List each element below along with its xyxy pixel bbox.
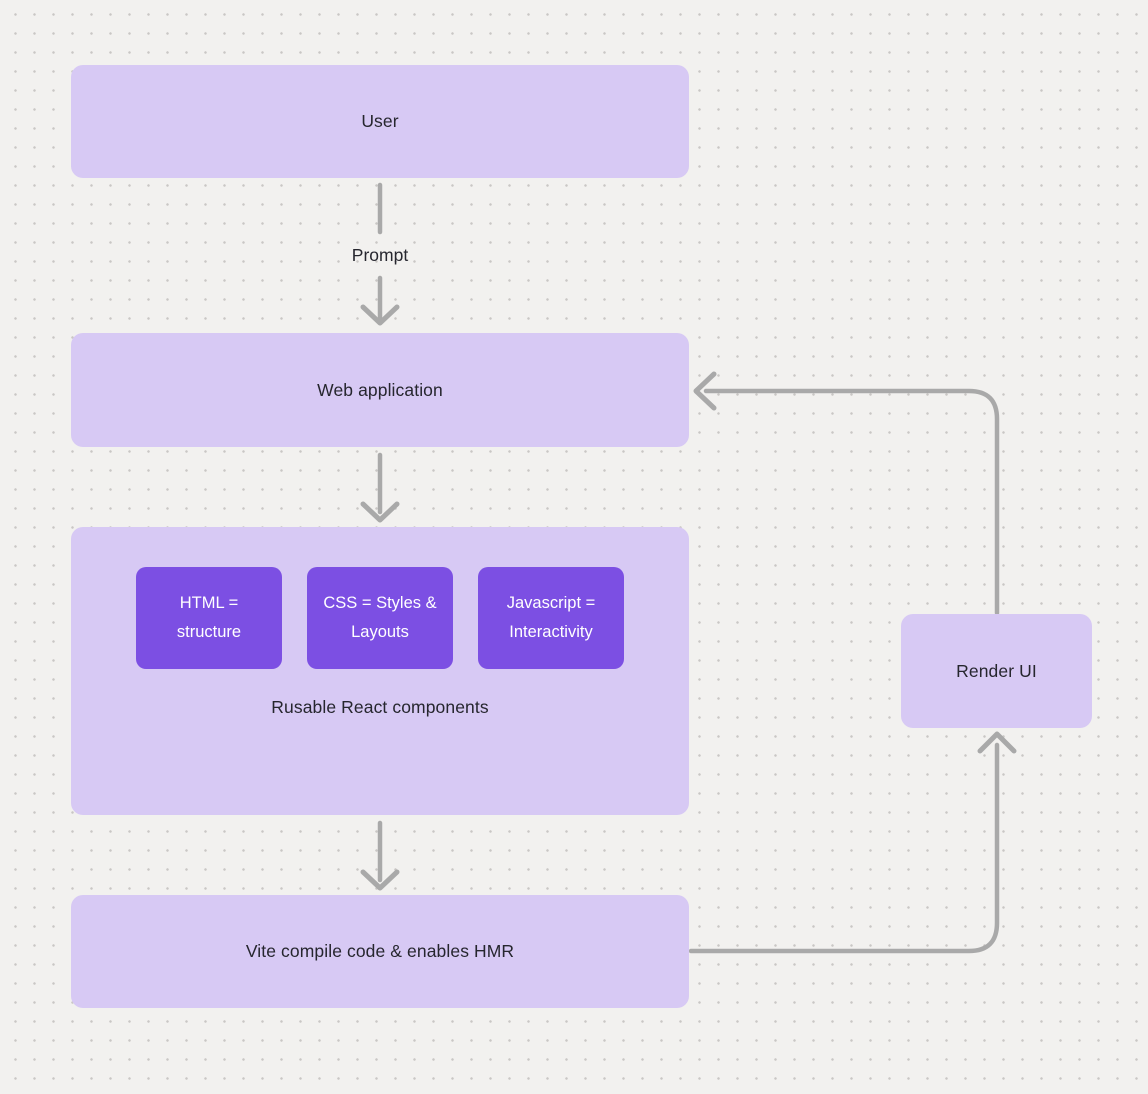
edge-label-prompt: Prompt — [351, 245, 409, 265]
arrow-renderui-to-webapp-shaft — [703, 388, 1000, 616]
node-css-label: CSS = Styles & Layouts — [323, 594, 437, 641]
node-user-label: User — [361, 111, 399, 131]
node-html-label: HTML = structure — [176, 594, 242, 641]
arrow-vite-to-renderui-head — [977, 731, 1017, 754]
node-html[interactable]: HTML = structure — [136, 567, 282, 669]
node-components-container[interactable]: HTML = structure CSS = Styles & Layouts … — [71, 527, 689, 815]
node-render-ui[interactable]: Render UI — [901, 614, 1092, 728]
node-css[interactable]: CSS = Styles & Layouts — [307, 567, 453, 669]
arrow-vite-to-renderui-shaft — [688, 742, 1000, 954]
node-render-ui-label: Render UI — [956, 660, 1037, 681]
node-components-caption: Rusable React components — [271, 697, 489, 717]
arrow-user-to-webapp-head — [360, 304, 400, 326]
arrow-webapp-to-components-head — [360, 501, 400, 523]
node-vite-label: Vite compile code & enables HMR — [245, 941, 515, 961]
node-vite[interactable]: Vite compile code & enables HMR — [71, 895, 689, 1008]
arrow-renderui-to-webapp-head — [693, 371, 717, 411]
node-web-application-label: Web application — [317, 379, 443, 400]
arrow-components-to-vite-head — [360, 869, 400, 891]
node-web-application[interactable]: Web application — [71, 333, 689, 447]
node-javascript-label: Javascript = Interactivity — [506, 594, 596, 641]
node-javascript[interactable]: Javascript = Interactivity — [478, 567, 624, 669]
node-user[interactable]: User — [71, 65, 689, 178]
components-chip-row: HTML = structure CSS = Styles & Layouts … — [136, 567, 624, 669]
